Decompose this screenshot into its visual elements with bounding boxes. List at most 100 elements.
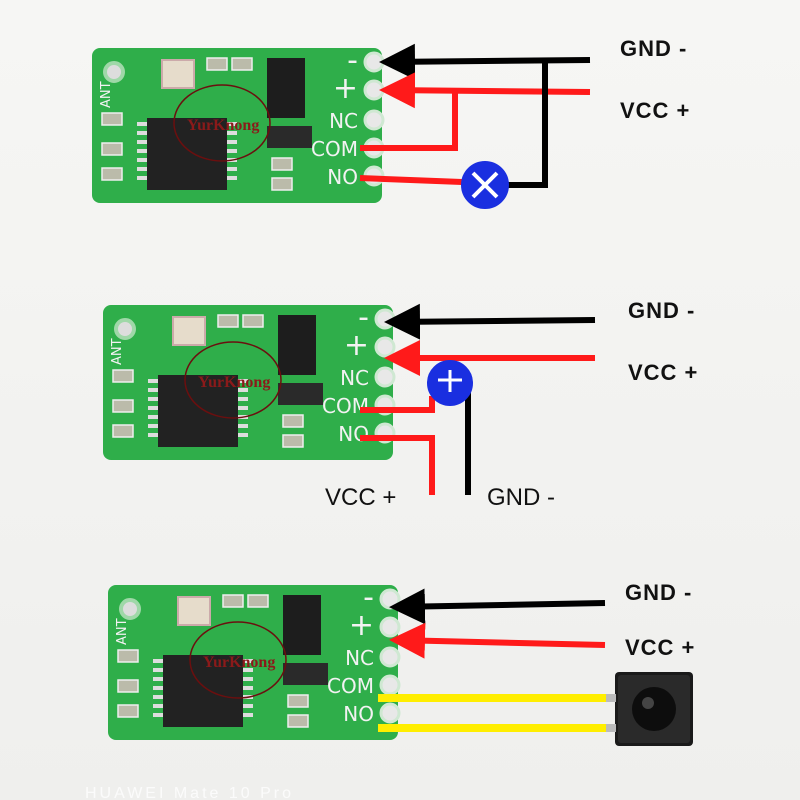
- pin-pad: [363, 79, 385, 101]
- smd-component: [206, 57, 228, 71]
- smd-component: [117, 704, 139, 718]
- ic-pin: [227, 131, 237, 135]
- crystal: [172, 316, 206, 346]
- ic-pin: [238, 388, 248, 392]
- gnd-to-lamp-wire: [508, 60, 548, 188]
- ic-pin: [148, 397, 158, 401]
- smd-component: [287, 714, 309, 728]
- watermark-ring: [184, 341, 282, 419]
- smd-component: [117, 649, 139, 663]
- ic-pin: [137, 176, 147, 180]
- output-gnd-label: GND -: [487, 484, 555, 511]
- watermark-logo: YurKnong: [203, 654, 275, 671]
- ant-label: ANT: [99, 81, 114, 108]
- ic-pin: [238, 424, 248, 428]
- pin-label-COM: COM: [311, 137, 358, 161]
- pin-label-+: +: [333, 71, 358, 106]
- smd-component: [112, 369, 134, 383]
- ic-pin: [153, 713, 163, 717]
- diode: [267, 126, 312, 148]
- smd-component: [271, 177, 293, 191]
- output-vcc-label: VCC +: [325, 484, 396, 511]
- pin-label--: -: [358, 300, 369, 335]
- regulator: [278, 315, 316, 375]
- watermark-ring: [173, 84, 271, 162]
- smd-component: [282, 414, 304, 428]
- watermark-ring: [189, 621, 287, 699]
- ic-pin: [227, 149, 237, 153]
- smd-component: [282, 434, 304, 448]
- ic-pin: [153, 704, 163, 708]
- ic-pin: [243, 704, 253, 708]
- pin-pad: [363, 109, 385, 131]
- smd-component: [101, 142, 123, 156]
- smd-component: [101, 112, 123, 126]
- ic-pin: [238, 433, 248, 437]
- gnd-label: GND -: [620, 36, 687, 61]
- ant-label: ANT: [115, 618, 130, 645]
- ic-chip: [147, 118, 227, 190]
- mounting-hole: [114, 318, 136, 340]
- ic-pin: [137, 158, 147, 162]
- pin-label-NO: NO: [338, 422, 369, 446]
- smd-component: [112, 424, 134, 438]
- diagram-3-wiring: GND - VCC +: [378, 580, 695, 746]
- ic-pin: [238, 406, 248, 410]
- pin-label-NO: NO: [343, 702, 374, 726]
- smd-component: [242, 314, 264, 328]
- ic-pin: [148, 406, 158, 410]
- ic-pin: [243, 668, 253, 672]
- smd-component: [247, 594, 269, 608]
- diode: [278, 383, 323, 405]
- gnd-wire: [384, 303, 596, 340]
- ic-pin: [243, 677, 253, 681]
- ic-pin: [227, 167, 237, 171]
- smd-component: [231, 57, 253, 71]
- pin-pad: [379, 646, 401, 668]
- ic-chip: [158, 375, 238, 447]
- pin-label-+: +: [349, 608, 374, 643]
- pin-label-NO: NO: [327, 165, 358, 189]
- pin-pad: [379, 674, 401, 696]
- pin-pad: [374, 366, 396, 388]
- pin-label--: -: [347, 43, 358, 78]
- ic-pin: [137, 149, 147, 153]
- ic-pin: [137, 131, 147, 135]
- mounting-hole: [103, 61, 125, 83]
- diode: [283, 663, 328, 685]
- vcc-wire: [389, 622, 606, 659]
- ic-pin: [243, 659, 253, 663]
- ic-pin: [243, 686, 253, 690]
- ic-pin: [153, 659, 163, 663]
- ic-pin: [148, 415, 158, 419]
- pin-pad: [379, 702, 401, 724]
- ic-pin: [238, 379, 248, 383]
- crystal: [177, 596, 211, 626]
- smd-component: [217, 314, 239, 328]
- ic-pin: [137, 167, 147, 171]
- no-to-lamp-wire: [359, 175, 463, 185]
- vcc-wire: [379, 72, 591, 109]
- ic-pin: [153, 677, 163, 681]
- pin-pad: [379, 616, 401, 638]
- pin-label-+: +: [344, 328, 369, 363]
- gnd-label: GND -: [628, 298, 695, 323]
- ic-pin: [148, 388, 158, 392]
- ic-pin: [238, 397, 248, 401]
- ic-pin: [148, 379, 158, 383]
- diagram-2-wiring: GND - VCC + VCC + GND -: [325, 298, 697, 511]
- no-vcc-wire: [360, 435, 435, 495]
- diagram-1-wiring: GND - VCC +: [359, 36, 689, 209]
- pin-label-NC: NC: [340, 366, 369, 390]
- pin-label-COM: COM: [327, 674, 374, 698]
- vcc-label: VCC +: [625, 635, 695, 660]
- ic-pin: [148, 433, 158, 437]
- ic-pin: [153, 668, 163, 672]
- vcc-to-com-wire: [360, 92, 458, 151]
- crystal: [161, 59, 195, 89]
